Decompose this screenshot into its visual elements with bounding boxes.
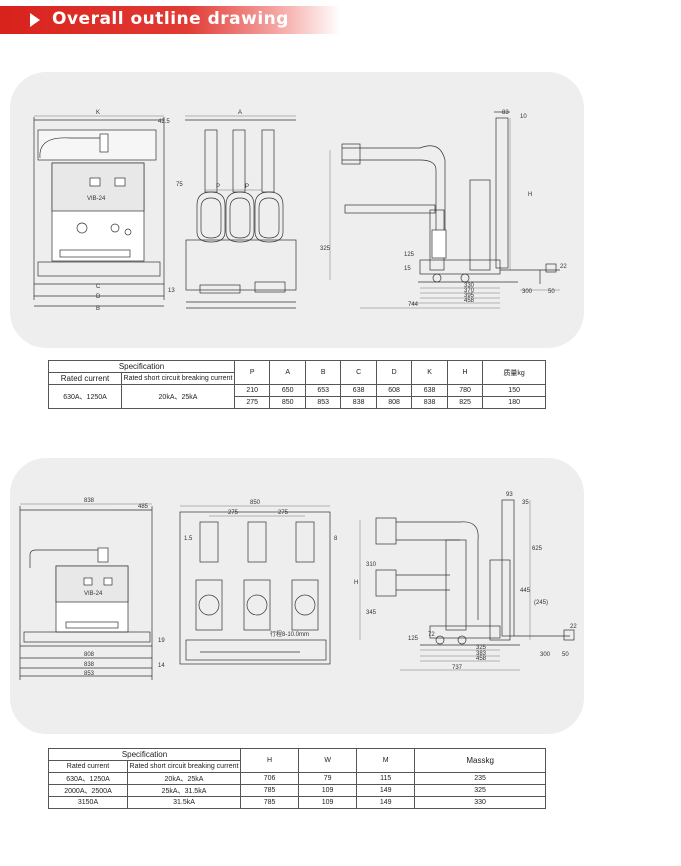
col-header: M	[356, 748, 416, 773]
table-cell: 3150A	[48, 796, 128, 809]
breaking-header: Rated short circuit breaking current	[127, 760, 241, 773]
table-cell: 149	[356, 796, 416, 809]
table-cell: 79	[298, 772, 358, 785]
table-cell: 638	[340, 384, 377, 397]
table-cell: 180	[482, 396, 546, 409]
rated-current-header: Rated current	[48, 372, 122, 385]
spec-table-2: Specification H W M Masskg Rated current…	[48, 748, 546, 809]
col-header: C	[340, 360, 377, 385]
table-cell: 115	[356, 772, 416, 785]
table-cell: 150	[482, 384, 546, 397]
table-cell: 325	[414, 784, 546, 797]
col-header: P	[233, 360, 271, 385]
col-header: Masskg	[414, 748, 546, 773]
table-cell: 31.5kA	[127, 796, 241, 809]
table-cell: 330	[414, 796, 546, 809]
table-cell: 275	[233, 396, 271, 409]
table-cell: 785	[239, 784, 300, 797]
col-header: H	[239, 748, 300, 773]
table-row: 3150A 31.5kA 785 109 149 330	[48, 796, 546, 809]
table-cell: 838	[340, 396, 377, 409]
table-cell: 235	[414, 772, 546, 785]
arrow-icon	[30, 13, 40, 27]
col-header: 质量kg	[482, 360, 546, 385]
drawing-panel-1	[10, 72, 584, 348]
col-header: H	[446, 360, 484, 385]
table-cell: 706	[239, 772, 300, 785]
table-cell: 608	[375, 384, 413, 397]
table-cell: 638	[411, 384, 448, 397]
table-cell: 653	[304, 384, 342, 397]
table-cell: 630A、1250A	[48, 772, 128, 785]
table-cell: 149	[356, 784, 416, 797]
table-cell: 853	[304, 396, 342, 409]
table-cell: 838	[411, 396, 448, 409]
col-header: B	[304, 360, 342, 385]
col-header: A	[269, 360, 306, 385]
col-header: K	[411, 360, 448, 385]
breaking-header: Rated short circuit breaking current	[121, 372, 235, 385]
table-cell: 808	[375, 396, 413, 409]
table-row: 630A、1250A 20kA、25kA 210 650 653 638 608…	[48, 384, 546, 409]
table-cell: 20kA、25kA	[127, 772, 241, 785]
spec-table-1: Specification P A B C D K H 质量kg Rated c…	[48, 360, 546, 409]
table-row: 630A、1250A 20kA、25kA 706 79 115 235	[48, 772, 546, 785]
table-cell: 825	[446, 396, 484, 409]
table-cell: 850	[269, 396, 306, 409]
table-cell: 210	[233, 384, 271, 397]
rated-current-header: Rated current	[48, 760, 128, 773]
table-cell: 785	[239, 796, 300, 809]
spec-header: Specification	[48, 360, 235, 373]
table-row: 275 850 853 838 808 838 825 180	[49, 396, 546, 409]
page-title: Overall outline drawing	[52, 9, 289, 29]
table-cell: 780	[446, 384, 484, 397]
spec-header: Specification	[48, 748, 241, 761]
table-cell: 650	[269, 384, 306, 397]
col-header: W	[298, 748, 358, 773]
table-cell: 25kA、31.5kA	[127, 784, 241, 797]
section-banner: Overall outline drawing	[0, 6, 340, 34]
table-cell: 2000A、2500A	[48, 784, 128, 797]
table-row: 2000A、2500A 25kA、31.5kA 785 109 149 325	[48, 784, 546, 797]
rated-current-cell: 630A、1250A	[48, 384, 122, 409]
table-cell: 109	[298, 784, 358, 797]
table-cell: 109	[298, 796, 358, 809]
drawing-panel-2	[10, 458, 584, 734]
col-header: D	[375, 360, 413, 385]
breaking-cell: 20kA、25kA	[121, 384, 235, 409]
